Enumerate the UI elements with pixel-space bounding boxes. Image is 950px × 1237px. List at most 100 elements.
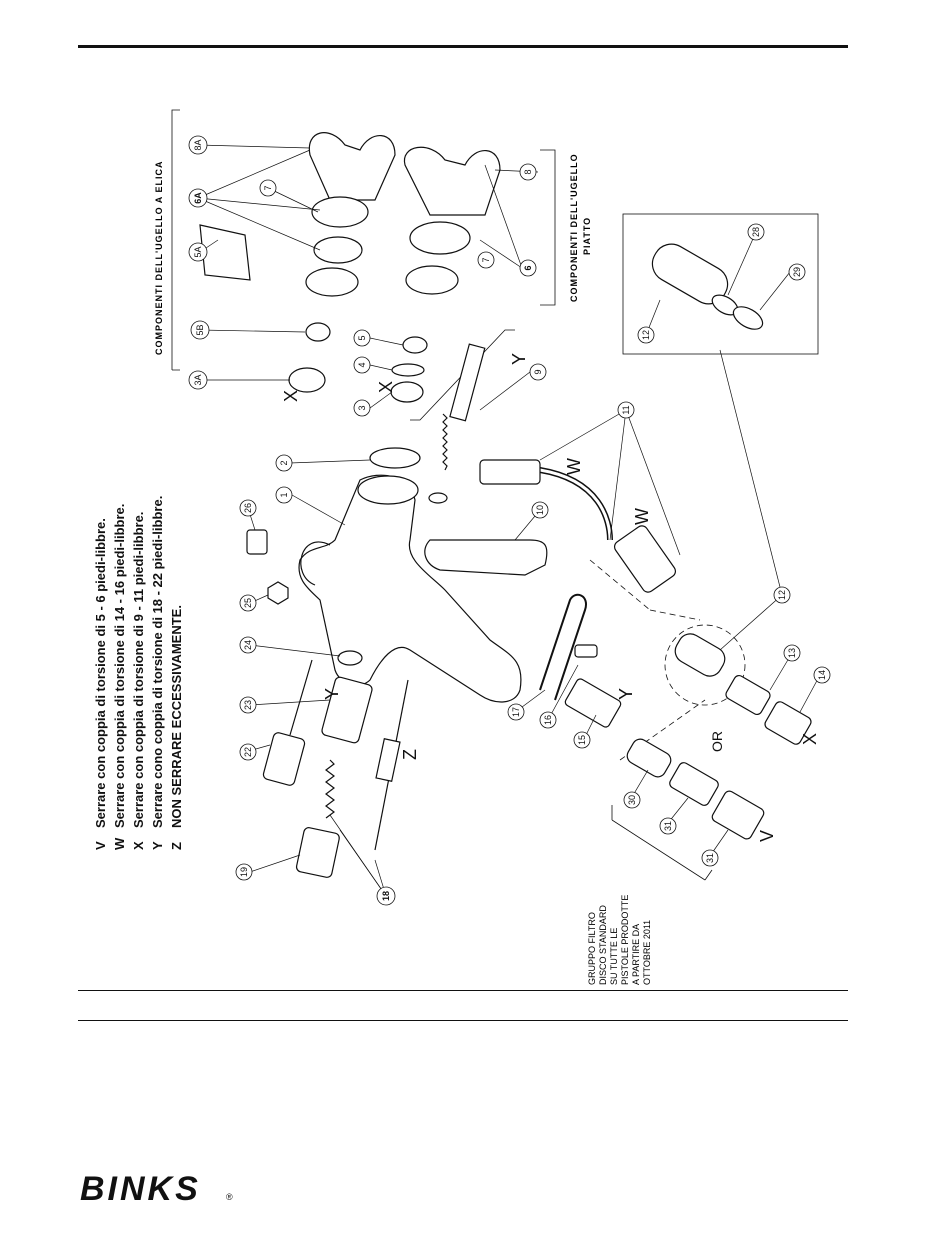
callout-circle [477,251,495,269]
callout-circle [529,363,547,381]
callout-label: 24 [243,640,253,650]
brand-registered: ® [226,1192,233,1202]
part-7-piatto [409,221,471,255]
callout-label: 2 [279,460,289,465]
callout-label: 28 [751,227,761,237]
callout-circle [239,696,257,714]
part-22-needle [289,659,313,736]
callout-circle [275,454,293,472]
callout-label: 7 [263,185,273,190]
part-13 [725,674,771,716]
callout-label: 8 [523,169,533,174]
callout-circle [188,135,208,155]
callout-label: 26 [243,503,253,513]
svg-text:OTTOBRE 2011: OTTOBRE 2011 [642,920,652,985]
callout-circle [747,223,765,241]
seal-detail-box [622,213,819,355]
callout-label: 11 [621,405,631,414]
part-6 [405,265,459,295]
part-16 [574,644,598,658]
separator-rule-1 [78,990,848,991]
part-2 [369,447,421,469]
or-label: OR [709,731,725,752]
part-11-fitting-bottom [613,525,677,593]
piatto-group-label-1: COMPONENTI DELL'UGELLO [569,153,579,302]
callouts [188,135,831,906]
callout-circle [353,399,371,417]
filter-group-label: GRUPPO FILTRO DISCO STANDARD SU TUTTE LE… [587,895,652,985]
callout-circle [239,636,257,654]
brand-logo-text: BINKS [80,1170,201,1208]
callout-circle [239,743,257,761]
callout-circle [783,644,801,662]
part-26 [246,529,268,555]
callout-label: 10 [535,505,545,515]
callout-circle [188,242,208,262]
part-28 [732,306,764,330]
svg-text:GRUPPO FILTRO: GRUPPO FILTRO [587,912,597,985]
part-9-spring [442,413,448,471]
part-5A [199,224,251,281]
part-18-spring [325,759,335,819]
part-31 [711,790,765,840]
torque-mark: X [281,390,301,402]
part-3 [390,381,424,403]
callout-circle [190,320,210,340]
note-key: X [131,841,146,850]
callout-label: 7 [481,257,491,262]
torque-mark: Y [509,353,529,365]
part-12-detail [651,243,729,305]
note-key: Y [150,841,165,850]
callout-label: 23 [243,700,253,710]
callout-label: 5 [357,335,367,340]
part-4 [391,363,425,377]
callout-label: 3 [357,405,367,410]
callout-circle [519,259,537,277]
callout-label: 17 [511,707,521,717]
callout-circle [353,329,371,347]
part-5B [305,322,331,342]
callout-label: 3A [193,374,203,385]
torque-mark: W [632,508,652,525]
note-key: V [93,841,108,850]
callout-label: 13 [787,648,797,658]
callout-circle [519,163,537,181]
part-9-rod [449,343,486,422]
torque-mark: Y [616,688,636,700]
callout-label: 22 [243,747,253,757]
part-6A [313,236,363,264]
separator-rule-2 [78,1020,848,1021]
part-17-bracket [539,593,587,701]
part-11-fitting-top [479,459,541,485]
elica-group-label: COMPONENTI DELL'UGELLO A ELICA [154,161,164,355]
callout-circle [788,263,806,281]
callout-circle [239,594,257,612]
callout-circle [701,849,719,867]
callout-circle [659,817,677,835]
binks-logo: BINKS ® [80,1170,233,1208]
detail-circle [664,624,746,706]
part-6A-seat [305,267,359,297]
note-text: Serrare con coppia di torsione di 5 - 6 … [93,518,108,828]
filter-bracket [611,805,713,881]
callout-circle [531,501,549,519]
part-15 [564,678,622,728]
callout-label: 9 [533,369,543,374]
callout-label: 5A [193,246,203,257]
callout-label: 31 [705,853,715,863]
callout-label: 15 [577,735,587,745]
callout-label: 8A [193,139,203,150]
torque-mark: V [757,830,777,842]
note-text: Serrare con coppia di torsione di 14 - 1… [112,504,127,828]
callout-label: 1 [279,492,289,497]
callout-circle [573,731,591,749]
part-9-washer [428,492,448,504]
note-text: Serrare cono coppia di torsione di 18 - … [150,496,165,828]
part-14 [764,701,812,745]
callout-circle [539,711,557,729]
callout-label: 6 [523,265,533,270]
part-12 [674,633,726,677]
part-23 [321,676,373,744]
part-8 [403,146,501,216]
